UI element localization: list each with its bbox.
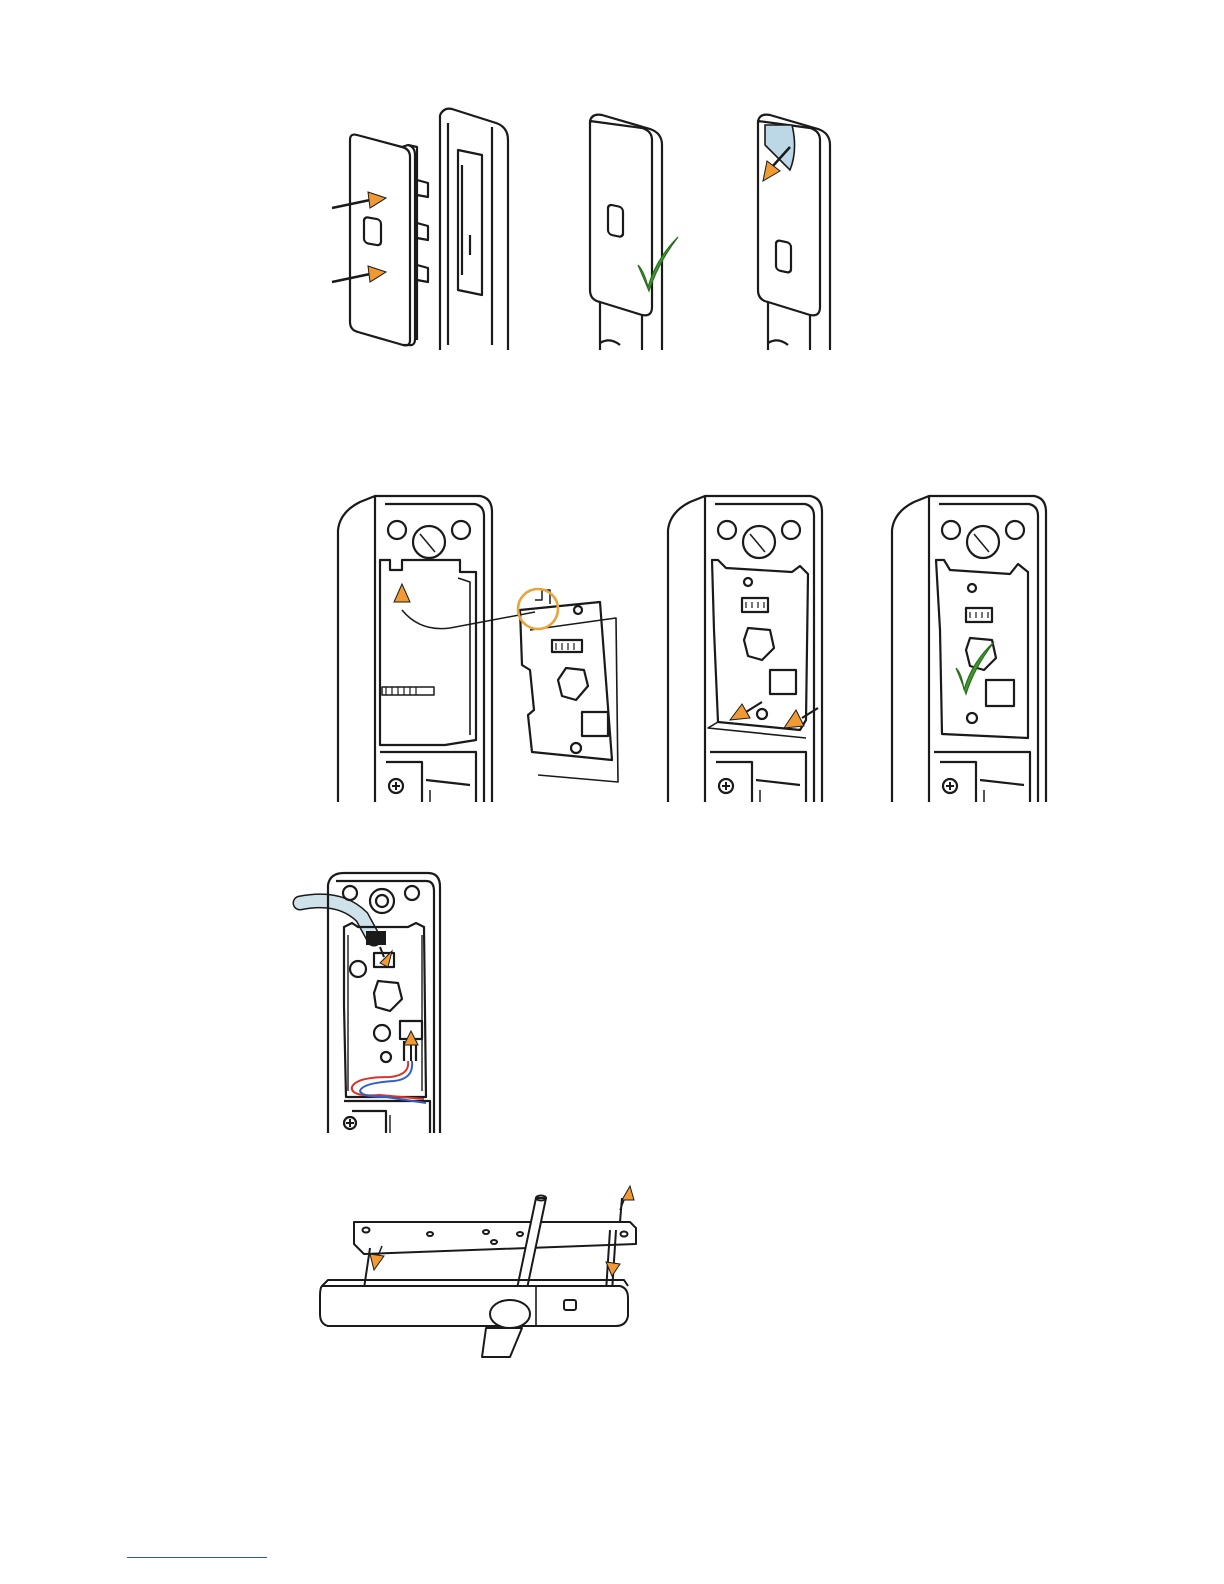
- footer-rule: [127, 1557, 267, 1558]
- mounting-plate: [354, 1222, 636, 1254]
- housing-open-1: [338, 496, 492, 802]
- housing-board-seated: [892, 496, 1046, 802]
- housing-with-board-sliding: [668, 496, 822, 802]
- assembled-faceplate: [590, 115, 662, 350]
- board-install-figure: [330, 490, 1050, 810]
- arrow-icon: [394, 584, 410, 602]
- rosette: [490, 1300, 530, 1328]
- connect-cables-figure: [300, 865, 450, 1135]
- open-housing: [440, 109, 508, 350]
- arrow-icon: [620, 1186, 634, 1210]
- loose-faceplate: [350, 135, 428, 346]
- connector-plug: [366, 931, 386, 945]
- arrow-icon: [380, 947, 392, 967]
- mount-handle-figure: [310, 1182, 650, 1357]
- faceplate-attach-figure: [320, 95, 880, 355]
- door-handle: [320, 1286, 628, 1326]
- loose-circuit-board: [520, 590, 618, 782]
